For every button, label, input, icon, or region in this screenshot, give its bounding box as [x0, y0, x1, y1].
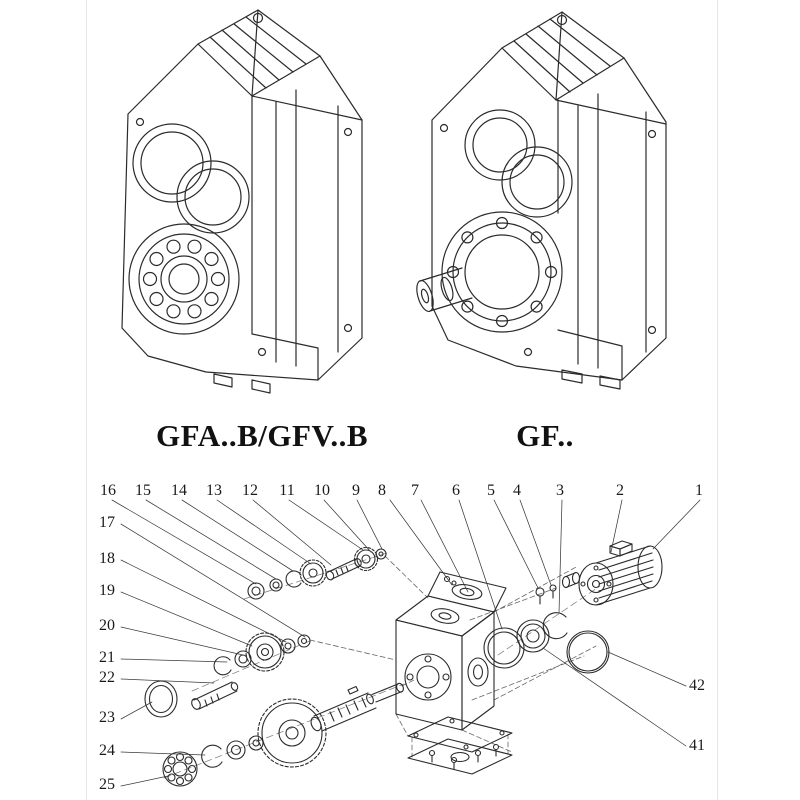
part-number-11: 11 [279, 482, 295, 499]
part-number-8: 8 [378, 482, 386, 499]
part-number-24: 24 [99, 742, 115, 759]
product-label-gf: GF.. [516, 418, 574, 453]
gearbox-drawing-left [121, 9, 363, 394]
part-number-23: 23 [99, 709, 115, 726]
intermediate-shaft-parts [144, 632, 311, 718]
part-number-1: 1 [695, 482, 703, 499]
part-number-7: 7 [411, 482, 419, 499]
motor [578, 540, 663, 606]
projection-lines [309, 555, 597, 758]
part-number-6: 6 [452, 482, 460, 499]
output-flange [441, 211, 563, 333]
gear-housing [395, 571, 507, 731]
leader-lines [111, 499, 701, 787]
part-number-20: 20 [99, 617, 115, 634]
part-number-22: 22 [99, 669, 115, 686]
part-number-2: 2 [616, 482, 624, 499]
output-shaft [416, 267, 473, 313]
part-number-15: 15 [135, 482, 151, 499]
part-number-4: 4 [513, 482, 521, 499]
part-number-9: 9 [352, 482, 360, 499]
part-number-19: 19 [99, 582, 115, 599]
gearbox-drawing-right [416, 11, 667, 390]
page-edge-right [717, 0, 718, 800]
part-number-42: 42 [689, 677, 705, 694]
part-number-12: 12 [242, 482, 258, 499]
part-number-14: 14 [171, 482, 187, 499]
part-number-18: 18 [99, 550, 115, 567]
page-edge-left [86, 0, 87, 800]
base-cover-parts [407, 716, 513, 775]
product-label-gfab-gfvb: GFA..B/GFV..B [155, 418, 369, 453]
part-number-17: 17 [99, 514, 115, 531]
part-number-41: 41 [689, 737, 705, 754]
motor-side-parts [483, 571, 610, 674]
output-shaft-parts [162, 682, 404, 787]
part-number-10: 10 [314, 482, 330, 499]
input-shaft-parts [247, 546, 387, 600]
part-number-16: 16 [100, 482, 116, 499]
part-number-3: 3 [556, 482, 564, 499]
part-number-25: 25 [99, 776, 115, 793]
exploded-parts-diagram [111, 499, 701, 787]
part-number-21: 21 [99, 649, 115, 666]
part-number-5: 5 [487, 482, 495, 499]
part-number-13: 13 [206, 482, 222, 499]
output-bearing [128, 223, 240, 335]
